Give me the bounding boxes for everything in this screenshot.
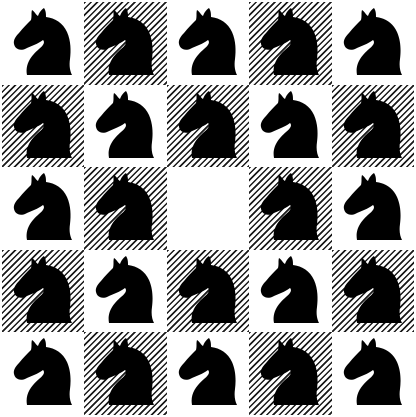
board-square[interactable]: white-knight (84, 167, 166, 250)
black-knight-icon[interactable] (255, 172, 325, 244)
board-square[interactable]: white-knight (84, 250, 166, 333)
board-square[interactable]: empty (167, 167, 249, 250)
board-square[interactable]: black-knight (2, 2, 84, 85)
white-knight-icon[interactable] (8, 337, 78, 409)
board-square[interactable]: black-knight (332, 250, 414, 333)
black-knight-icon[interactable] (338, 90, 408, 162)
white-knight-icon[interactable] (90, 337, 160, 409)
board-square[interactable]: black-knight (167, 85, 249, 168)
black-knight-icon[interactable] (173, 7, 243, 79)
board-square[interactable]: white-knight (249, 250, 331, 333)
board-square[interactable]: white-knight (249, 332, 331, 415)
black-knight-icon[interactable] (90, 7, 160, 79)
board-square[interactable]: black-knight (167, 2, 249, 85)
board-square[interactable]: white-knight (2, 167, 84, 250)
white-knight-icon[interactable] (255, 255, 325, 327)
board-square[interactable]: black-knight (249, 2, 331, 85)
board-square[interactable]: white-knight (84, 332, 166, 415)
black-knight-icon[interactable] (255, 90, 325, 162)
board-square[interactable]: white-knight (167, 332, 249, 415)
black-knight-icon[interactable] (338, 172, 408, 244)
white-knight-icon[interactable] (173, 255, 243, 327)
board-square[interactable]: black-knight (332, 167, 414, 250)
board-square[interactable]: black-knight (249, 85, 331, 168)
board-square[interactable]: black-knight (332, 85, 414, 168)
board-square[interactable]: white-knight (167, 250, 249, 333)
board-square[interactable]: white-knight (2, 85, 84, 168)
black-knight-icon[interactable] (338, 255, 408, 327)
black-knight-icon[interactable] (8, 7, 78, 79)
board-square[interactable]: black-knight (84, 2, 166, 85)
board-square[interactable]: white-knight (2, 250, 84, 333)
white-knight-icon[interactable] (8, 90, 78, 162)
board-square[interactable]: white-knight (2, 332, 84, 415)
board-square[interactable]: black-knight (249, 167, 331, 250)
white-knight-icon[interactable] (90, 255, 160, 327)
white-knight-icon[interactable] (173, 337, 243, 409)
black-knight-icon[interactable] (255, 7, 325, 79)
white-knight-icon[interactable] (8, 255, 78, 327)
white-knight-icon[interactable] (338, 337, 408, 409)
white-knight-icon[interactable] (8, 172, 78, 244)
white-knight-icon[interactable] (90, 172, 160, 244)
black-knight-icon[interactable] (338, 7, 408, 79)
board-square[interactable]: black-knight (84, 85, 166, 168)
white-knight-icon[interactable] (255, 337, 325, 409)
black-knight-icon[interactable] (173, 90, 243, 162)
board-square[interactable]: white-knight (332, 332, 414, 415)
black-knight-icon[interactable] (90, 90, 160, 162)
board-square[interactable]: black-knight (332, 2, 414, 85)
